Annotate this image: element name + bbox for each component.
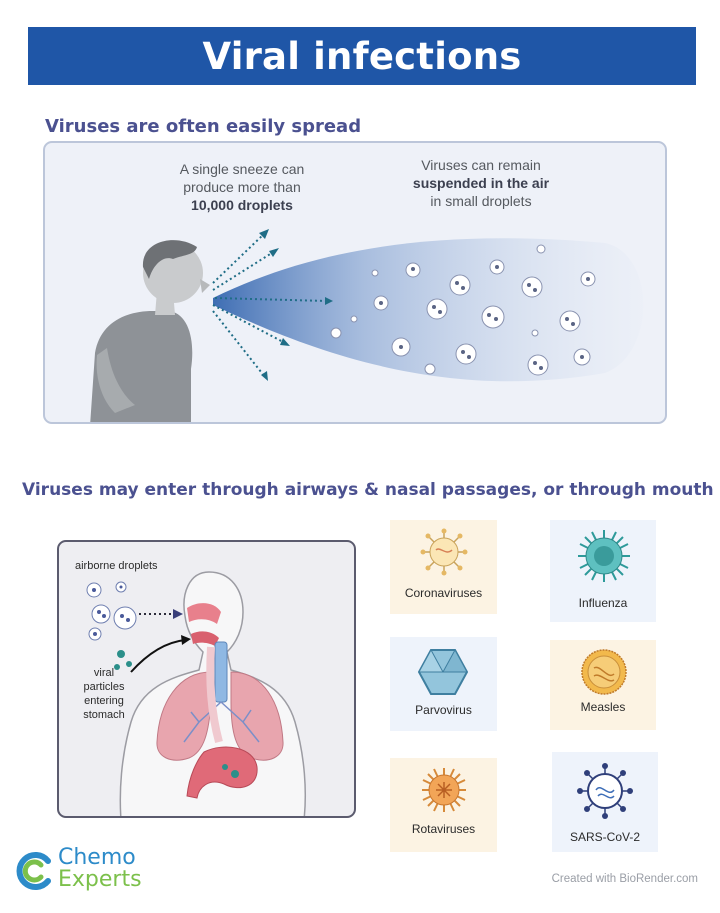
page-title: Viral infections	[202, 34, 522, 78]
particles-to-mouth-arrow	[130, 639, 186, 673]
sars-cov-2-icon	[577, 763, 633, 819]
section2-heading: Viruses may enter through airways & nasa…	[22, 480, 714, 500]
virus-card-measles: Measles	[550, 640, 656, 730]
virus-name: Parvovirus	[415, 703, 472, 717]
airborne-droplet-cluster	[86, 581, 137, 641]
left-lung	[156, 671, 212, 761]
title-banner: Viral infections	[28, 27, 696, 85]
right-lung	[230, 671, 284, 761]
logo-text-experts: Experts	[58, 867, 142, 892]
virus-name: SARS-CoV-2	[569, 830, 641, 844]
airborne-droplets-label: airborne droplets	[75, 560, 158, 572]
sneeze-panel: A single sneeze can produce more than 10…	[43, 141, 667, 424]
virus-name: Measles	[580, 700, 626, 714]
trachea	[214, 641, 228, 703]
section1-heading: Viruses are often easily spread	[45, 116, 362, 137]
virus-card-parvovirus: Parvovirus	[390, 637, 497, 731]
logo-text-chemo: Chemo	[58, 845, 136, 870]
airway-diagram-panel: airborne droplets viral particles enteri…	[57, 540, 356, 818]
stomach	[186, 746, 258, 799]
parvovirus-icon	[418, 649, 468, 695]
arrowheads	[259, 229, 333, 381]
person-figure	[90, 240, 210, 422]
sneeze-illustration	[90, 229, 644, 422]
rotavirus-icon	[422, 768, 466, 812]
biorender-credit: Created with BioRender.com	[551, 873, 698, 885]
influenza-icon	[578, 530, 630, 582]
droplet-arrows	[212, 232, 328, 378]
sneeze-caption: A single sneeze can produce more than 10…	[179, 161, 305, 213]
virus-card-influenza: Influenza	[550, 520, 656, 622]
air-caption: Viruses can remain suspended in the air …	[412, 157, 550, 209]
droplets	[330, 244, 596, 376]
chemo-experts-logo: Chemo Experts	[14, 847, 174, 897]
virus-name: Rotaviruses	[411, 822, 476, 836]
virus-card-sars-cov-2: SARS-CoV-2	[552, 752, 658, 852]
viral-particles-label: viral particles entering stomach	[83, 667, 125, 721]
chemo-experts-logo-icon	[16, 852, 51, 890]
viral-particles	[114, 650, 132, 670]
virus-card-rotaviruses: Rotaviruses	[390, 758, 497, 852]
virus-name: Influenza	[578, 596, 628, 610]
virus-name: Coronaviruses	[404, 586, 483, 600]
virus-card-coronaviruses: Coronaviruses	[390, 520, 497, 614]
airway-illustration	[86, 571, 307, 816]
measles-icon	[581, 649, 627, 695]
coronavirus-icon	[420, 528, 468, 576]
esophagus	[206, 646, 223, 744]
nasal-passage	[187, 603, 221, 624]
